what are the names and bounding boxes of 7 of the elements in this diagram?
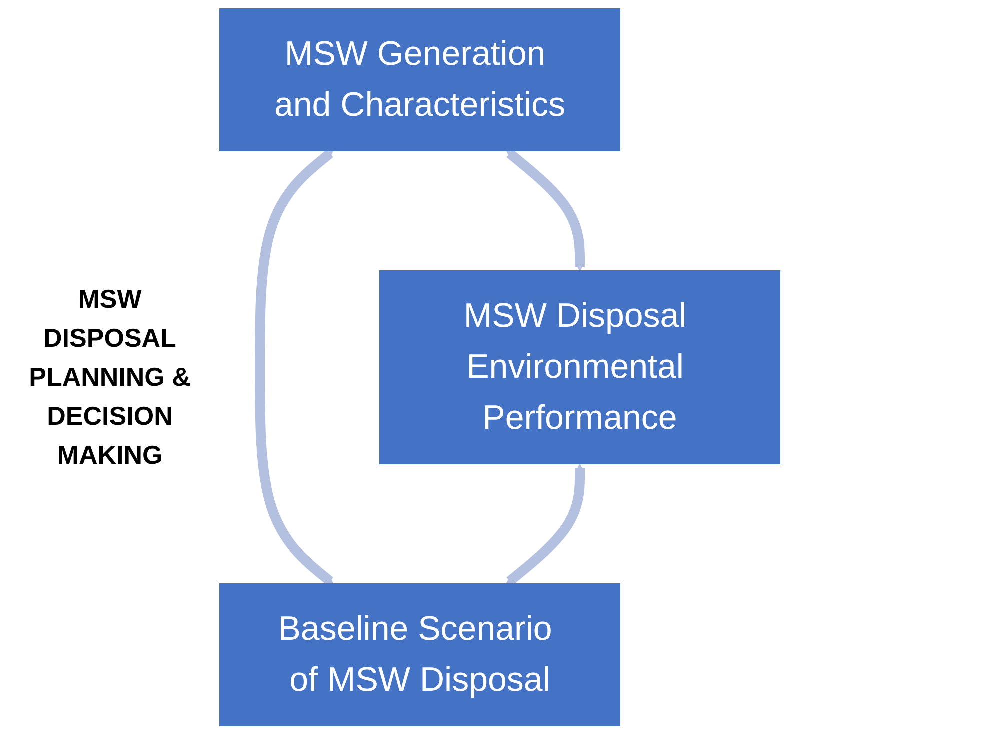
arrow [506, 464, 585, 585]
node-box: MSW Generation and Characteristics [220, 8, 620, 151]
center-text: MSW DISPOSAL PLANNING & DECISION MAKING [28, 283, 192, 472]
node-box: Baseline Scenario of MSW Disposal [220, 583, 620, 726]
arrow [506, 149, 585, 271]
arrow [255, 149, 334, 585]
node-box: MSW Disposal Environmental Performance [380, 270, 780, 464]
